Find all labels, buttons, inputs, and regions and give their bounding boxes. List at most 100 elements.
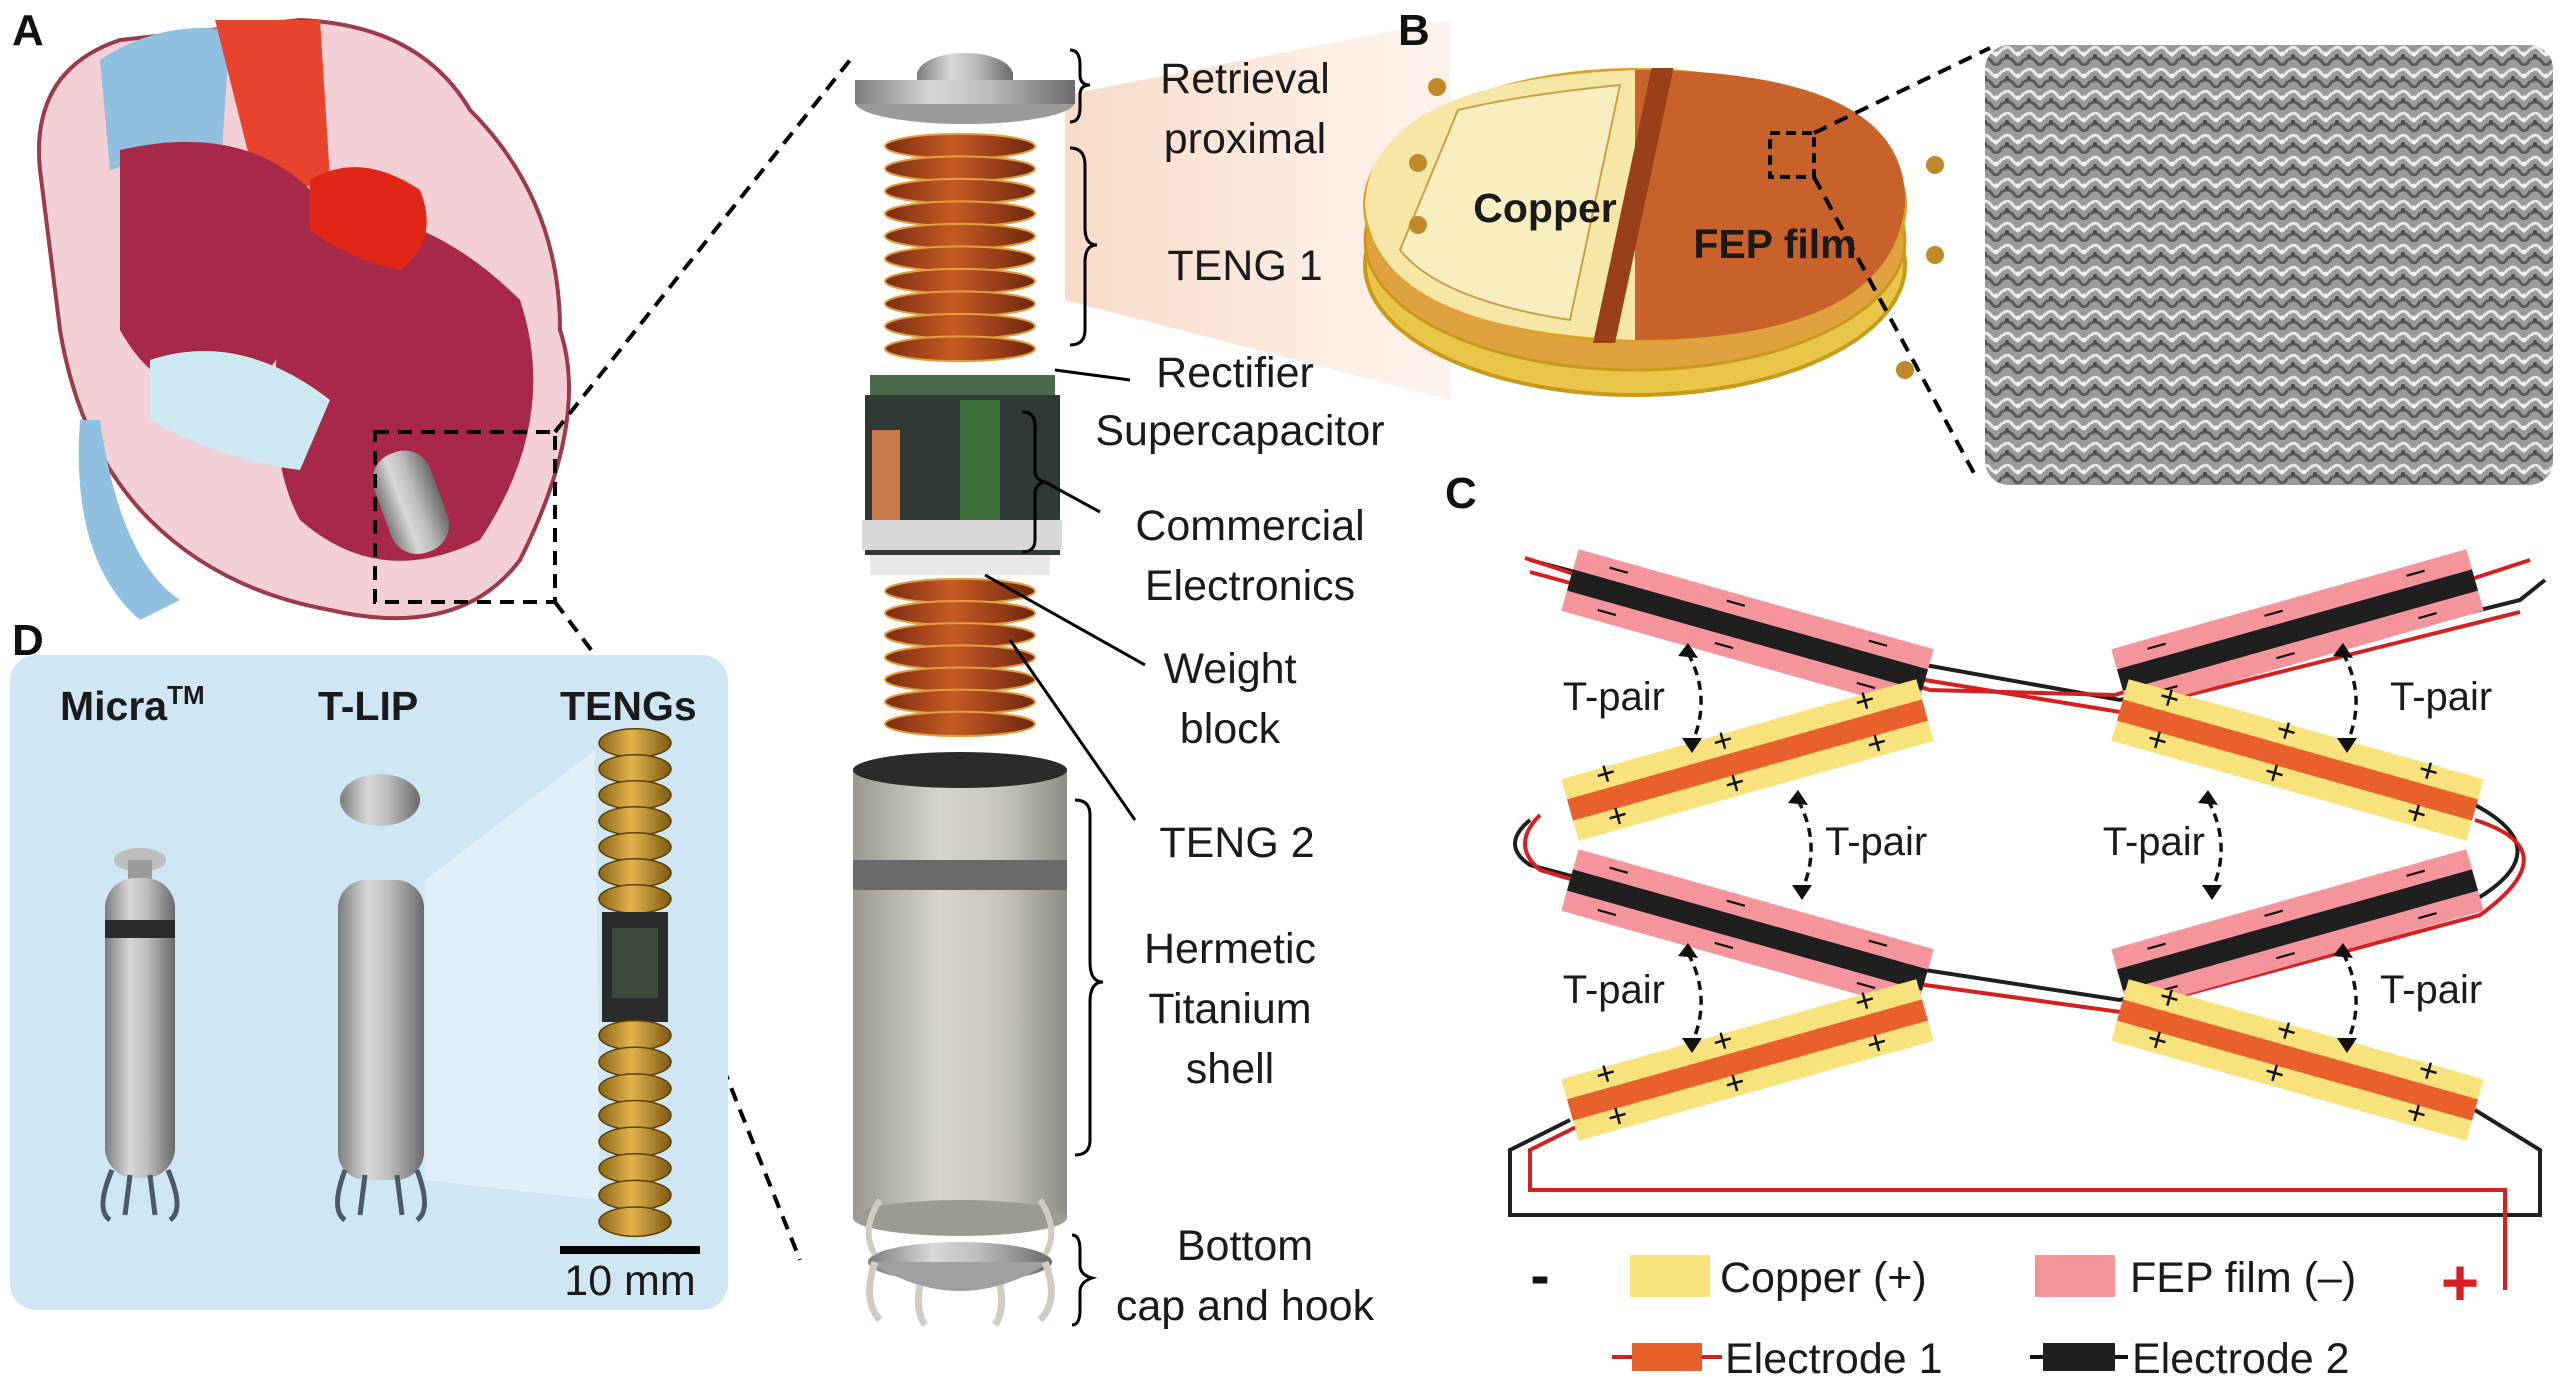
gold-disc [598,1046,672,1078]
label-teng1: TENG 1 [1167,242,1322,290]
coil-disc [884,710,1036,738]
tlip-device [335,750,600,1223]
fep-plate: –––––– [1561,547,1934,711]
brace-retrieval [1069,48,1091,124]
gold-disc [598,1126,672,1158]
coil-disc [884,644,1036,671]
panel-letter-d: D [12,616,44,665]
sem-image [1985,45,2553,485]
tpair-arrow [1796,799,1813,891]
tpair-label: T-pair [1563,675,1665,719]
arrowhead [2198,790,2218,805]
panel-b: Copper FEP film [1363,45,2553,485]
coil-disc [884,267,1036,295]
fep-half [1635,70,1906,340]
circuit-wire [1523,813,2526,1015]
coil-disc [884,600,1036,627]
bottom-cap [865,1198,1055,1327]
exploded-view [853,20,1450,1327]
legend-fep: FEP film (–) [2130,1254,2356,1302]
tpair-arrow [1686,652,1703,744]
scale-bar-label: 10 mm [564,1257,695,1305]
copper-plate: ++++++ [2111,977,2484,1141]
tpair-arrow [2206,799,2223,891]
legend-e1-swatch [1632,1343,1702,1371]
coil-disc [884,335,1036,363]
coil-disc [884,132,1036,160]
gold-disc [598,779,672,811]
panel-letter-b: B [1398,6,1430,55]
brace-bottom [1071,1233,1098,1327]
tpair-label: T-pair [2380,968,2482,1012]
implant-in-heart [372,450,450,555]
circuit-wire [1508,1108,2542,1217]
gold-disc [598,1206,672,1238]
panel-b-tabs [1409,78,1944,379]
zoom-box [373,430,557,604]
gold-disc [598,1073,672,1104]
tpair-label: T-pair [1825,820,1927,864]
legend-electrode1: Electrode 1 [1725,1335,1943,1383]
teng2-coils [884,577,1036,738]
tlip-label: T-LIP [318,683,418,729]
electronics-leader [1044,480,1101,514]
micra-label: MicraTM [60,680,205,729]
brace-teng1 [1069,146,1098,347]
tpair-label: T-pair [2390,675,2492,719]
copper-plate: ++++++ [2111,677,2484,841]
coil-disc [884,222,1036,250]
micra-device [100,848,180,1223]
coil-disc [884,688,1036,715]
arrowhead [1788,790,1808,805]
gold-disc [598,831,672,863]
copper-plate: ++++++ [1561,979,1934,1141]
arrowhead [1792,885,1812,900]
gold-disc [598,1153,672,1184]
tpair-label: T-pair [2103,820,2205,864]
circuit-wire [1528,1123,2507,1290]
arrowhead [1678,643,1698,658]
gold-disc [598,727,672,759]
fep-plate: –––––– [1561,847,1934,1011]
retrieval-cap [855,53,1075,124]
terminal-positive: + [2441,1245,2480,1319]
rectifier-leader [1054,368,1131,382]
arrowhead [2333,643,2353,658]
gold-disc [598,883,672,915]
panel-c: ––––––++++++––––––++++++––––––++++++––––… [1508,547,2547,1290]
legend-e2-swatch [2043,1343,2115,1371]
coil-disc [884,177,1036,205]
legend-fep-swatch [2035,1255,2115,1297]
arrowhead [2337,1038,2357,1053]
tpair-arrow [2341,652,2358,744]
gold-disc [598,857,672,889]
arrowhead [2337,738,2357,753]
label-supercapacitor: Supercapacitor [1095,407,1384,455]
sem-zoom-box [1768,131,1816,179]
weight-leader [984,573,1146,667]
gold-disc [598,1099,672,1131]
legend-copper: Copper (+) [1720,1254,1927,1302]
panel-a-heart [37,17,571,621]
coil-disc [884,312,1036,340]
tpair-label: T-pair [1563,968,1665,1012]
teng2-leader [1008,639,1137,821]
coil-disc [884,155,1036,183]
terminal-negative: - [1530,1243,1549,1308]
copper-label: Copper [1473,185,1617,231]
coil-disc [884,666,1036,693]
arrowhead [1682,1038,1702,1053]
panel-letter-a: A [12,6,44,55]
panel-c-legend: - + Copper (+) FEP film (–) Electrode 1 … [1530,1243,2479,1383]
tengs-label: TENGs [560,683,697,729]
coil-disc [884,290,1036,318]
panel-c-plates: ––––––++++++––––––++++++––––––++++++––––… [1561,547,2484,1141]
panel-d: 10 mm MicraTM T-LIP TENGs [10,655,728,1310]
legend-electrode2: Electrode 2 [2132,1335,2350,1383]
gold-disc [598,1019,672,1051]
